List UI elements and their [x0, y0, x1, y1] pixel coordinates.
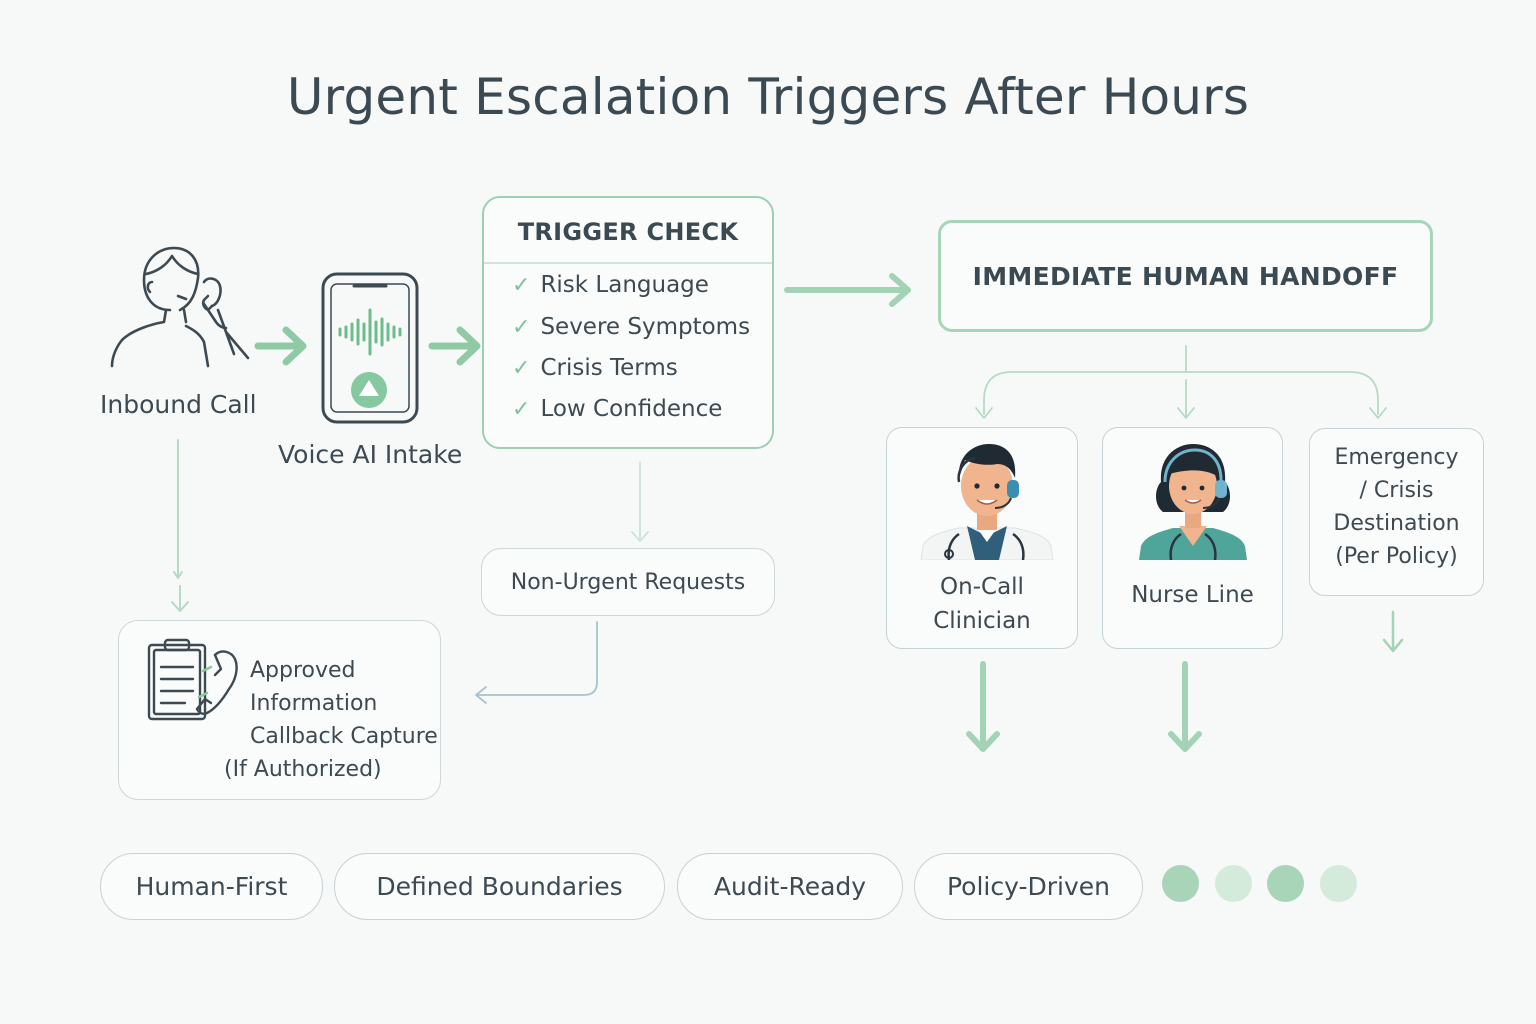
- emergency-crisis-destination-card: Emergency / Crisis Destination (Per Poli…: [1309, 428, 1484, 596]
- handoff-title: IMMEDIATE HUMAN HANDOFF: [972, 261, 1399, 291]
- check-icon: ✓: [512, 315, 531, 340]
- trigger-check-divider: [484, 262, 772, 264]
- dot-light-2: [1320, 865, 1357, 902]
- on-call-clinician-card: On-Call Clinician: [886, 427, 1078, 649]
- check-icon: ✓: [512, 397, 531, 422]
- doctor-avatar-icon: [920, 444, 1054, 560]
- clipboard-phone-icon: [147, 638, 238, 721]
- caller-icon: [110, 246, 250, 368]
- dot-green-1: [1162, 865, 1199, 902]
- non-urgent-label: Non-Urgent Requests: [510, 569, 746, 595]
- dot-light-1: [1215, 865, 1252, 902]
- trigger-check-title: TRIGGER CHECK: [517, 218, 739, 246]
- check-icon: ✓: [512, 273, 531, 298]
- arrow-nonurgent-to-approved: [475, 621, 598, 704]
- check-icon: ✓: [512, 356, 531, 381]
- arrow-caller-to-ai: [254, 326, 307, 366]
- voice-ai-intake-label: Voice AI Intake: [278, 440, 463, 469]
- handoff-branch-connector: [975, 345, 1387, 419]
- page-title: Urgent Escalation Triggers After Hours: [286, 68, 1250, 126]
- immediate-human-handoff-box: IMMEDIATE HUMAN HANDOFF: [938, 220, 1433, 332]
- trigger-item-crisis-terms: ✓Crisis Terms: [512, 355, 678, 381]
- pill-defined-boundaries: Defined Boundaries: [334, 853, 665, 920]
- inbound-call-label: Inbound Call: [100, 390, 257, 419]
- arrow-nurse-down: [1168, 661, 1202, 752]
- trigger-item-low-confidence: ✓Low Confidence: [512, 396, 723, 422]
- on-call-clinician-label: On-Call Clinician: [933, 574, 1031, 634]
- pill-audit-ready: Audit-Ready: [677, 853, 903, 920]
- nurse-avatar-icon: [1139, 444, 1247, 560]
- trigger-item-severe-symptoms: ✓Severe Symptoms: [512, 314, 751, 340]
- dot-green-2: [1267, 865, 1304, 902]
- arrow-trigger-to-handoff: [784, 273, 911, 307]
- non-urgent-requests-box: Non-Urgent Requests: [481, 548, 775, 616]
- trigger-check-box: TRIGGER CHECK ✓Risk Language ✓Severe Sym…: [482, 196, 774, 449]
- arrow-clinician-down: [966, 661, 1000, 752]
- approved-callback-box: Approved Information Callback Capture (I…: [118, 620, 441, 800]
- arrow-trigger-to-nonurgent: [631, 461, 649, 542]
- arrow-emergency-down: [1382, 610, 1404, 653]
- nurse-line-card: Nurse Line: [1102, 427, 1283, 649]
- trigger-item-risk-language: ✓Risk Language: [512, 272, 709, 298]
- soundwave-icon: [338, 308, 402, 356]
- nurse-line-label: Nurse Line: [1131, 582, 1254, 608]
- emergency-crisis-label: Emergency / Crisis Destination (Per Poli…: [1333, 445, 1460, 569]
- voice-ai-phone-icon: [321, 272, 419, 424]
- pill-human-first: Human-First: [100, 853, 323, 920]
- pill-policy-driven: Policy-Driven: [914, 853, 1143, 920]
- arrow-ai-to-trigger: [428, 326, 481, 366]
- arrow-inbound-to-approved: [171, 439, 189, 612]
- approved-callback-text: Approved Information Callback Capture (I…: [224, 658, 438, 782]
